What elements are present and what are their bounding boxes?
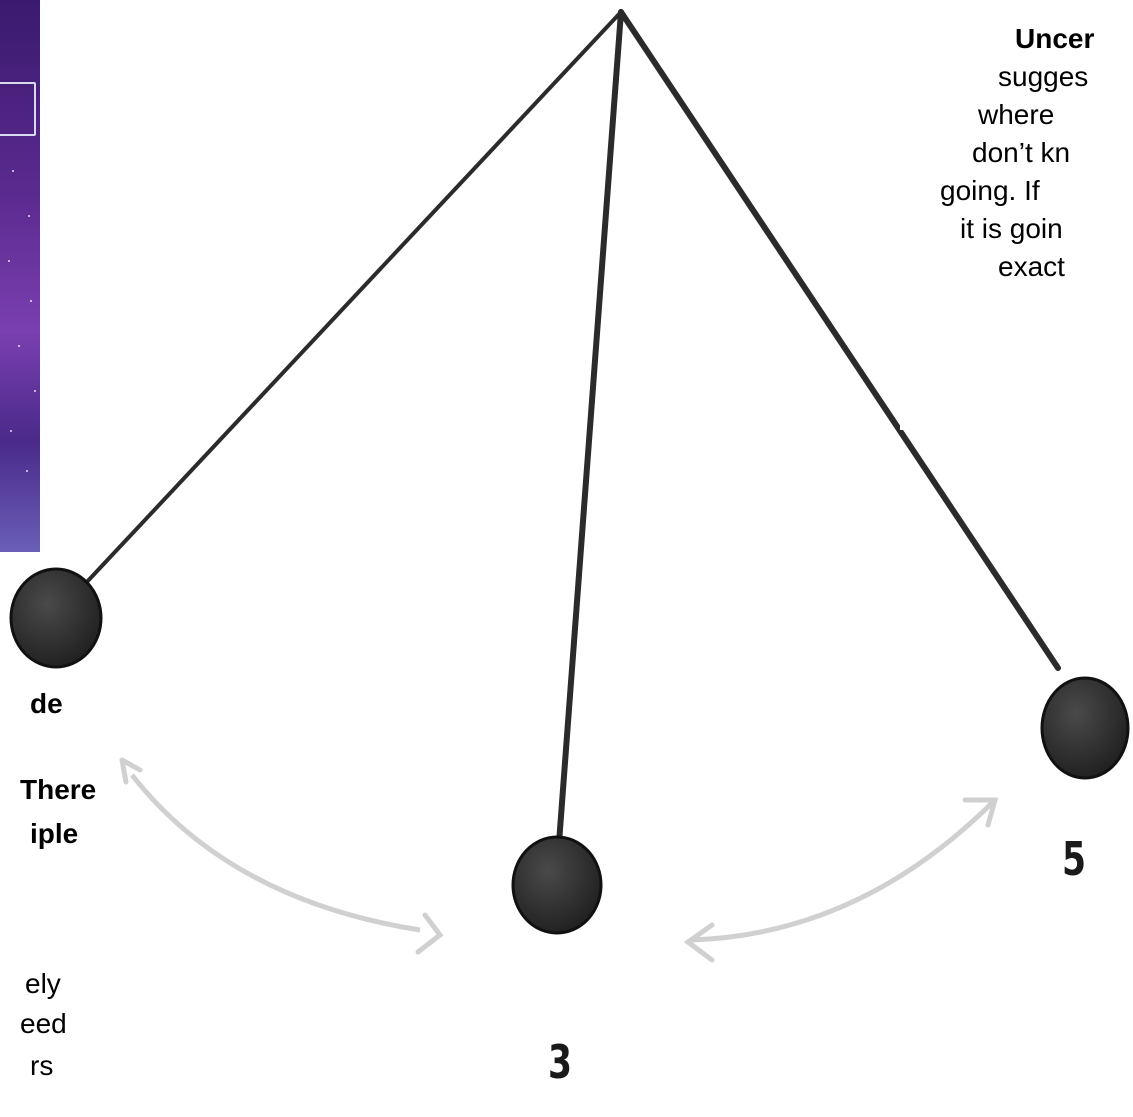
right-text-line: it is goin [900, 210, 1133, 248]
right-text-line: going. If [900, 172, 1133, 210]
bob-right [1042, 678, 1128, 778]
label-middle: 3 [548, 1035, 572, 1089]
left-text-line: iple [0, 815, 118, 853]
left-text-block-body: ely eed rs [0, 965, 118, 1085]
right-text-title: Uncer [900, 20, 1133, 58]
left-text-line: eed [0, 1005, 118, 1043]
left-text-block: de There iple [0, 685, 118, 853]
right-text-line: sugges [900, 58, 1133, 96]
arrow-right [690, 800, 995, 940]
label-right: 5 [1062, 832, 1086, 886]
left-text-line: ely [0, 965, 118, 1003]
left-text-line [0, 723, 118, 761]
left-text-line: There [0, 771, 118, 809]
right-text-line: don’t kn [900, 134, 1133, 172]
left-text-line: rs [0, 1047, 118, 1085]
arrow-left [132, 775, 420, 930]
right-text-block: Uncer sugges where don’t kn going. If it… [900, 20, 1133, 430]
string-middle [559, 12, 621, 843]
bob-left [11, 569, 101, 667]
right-text-line: exact [900, 248, 1133, 286]
left-text-line: de [0, 685, 118, 723]
bob-middle [513, 837, 601, 933]
string-left [70, 12, 621, 600]
right-text-line: where [900, 96, 1133, 134]
